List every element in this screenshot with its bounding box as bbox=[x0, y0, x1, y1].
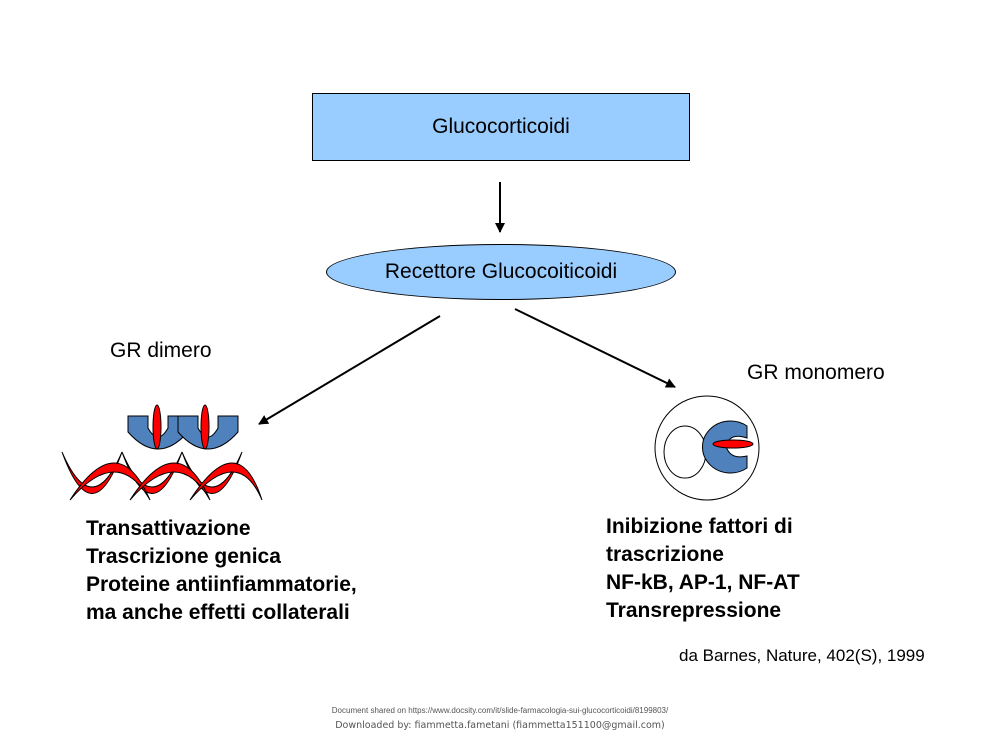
gr-dimero-label: GR dimero bbox=[110, 339, 212, 362]
gr-dimer-icon bbox=[61, 404, 263, 501]
footer-downloaded-by: Downloaded by: fiammetta.fametani (fiamm… bbox=[335, 720, 665, 731]
monomer-effects-text: Inibizione fattori di trascrizione NF-kB… bbox=[606, 513, 800, 625]
gr-monomer-icon bbox=[654, 395, 760, 501]
dna-crest-1 bbox=[69, 462, 151, 501]
arrow-left bbox=[258, 315, 441, 425]
monomer-effect-line: Inibizione fattori di bbox=[606, 515, 793, 538]
dimer-effect-line: Trascrizione genica bbox=[86, 545, 281, 568]
monomer-ligand-red bbox=[712, 439, 754, 449]
monomer-effect-line: Transrepressione bbox=[606, 599, 782, 622]
monomer-inner-circle bbox=[663, 425, 707, 479]
dimer-effect-line: Proteine antiinfiammatorie, bbox=[86, 573, 357, 596]
ligand-red-left bbox=[152, 404, 162, 450]
dimer-effect-line: Transattivazione bbox=[86, 517, 251, 540]
dimer-effects-text: Transattivazione Trascrizione genica Pro… bbox=[86, 515, 357, 627]
citation: da Barnes, Nature, 402(S), 1999 bbox=[679, 646, 925, 665]
monomer-effect-line: trascrizione bbox=[606, 543, 724, 566]
gr-monomero-label: GR monomero bbox=[747, 361, 885, 384]
arrow-right bbox=[514, 308, 676, 388]
footer-shared-link[interactable]: Document shared on https://www.docsity.c… bbox=[331, 706, 669, 715]
glucocorticoidi-label: Glucocorticoidi bbox=[432, 115, 570, 138]
dimer-effect-line: ma anche effetti collaterali bbox=[86, 601, 350, 624]
dna-crest-3 bbox=[189, 462, 263, 501]
recettore-ellipse: Recettore Glucocoiticoidi bbox=[326, 244, 676, 300]
recettore-label: Recettore Glucocoiticoidi bbox=[384, 260, 618, 283]
ligand-red-right bbox=[200, 404, 210, 450]
glucocorticoidi-box: Glucocorticoidi bbox=[312, 93, 690, 161]
dna-crest-2 bbox=[129, 462, 211, 501]
monomer-effect-line: NF-kB, AP-1, NF-AT bbox=[606, 571, 800, 594]
